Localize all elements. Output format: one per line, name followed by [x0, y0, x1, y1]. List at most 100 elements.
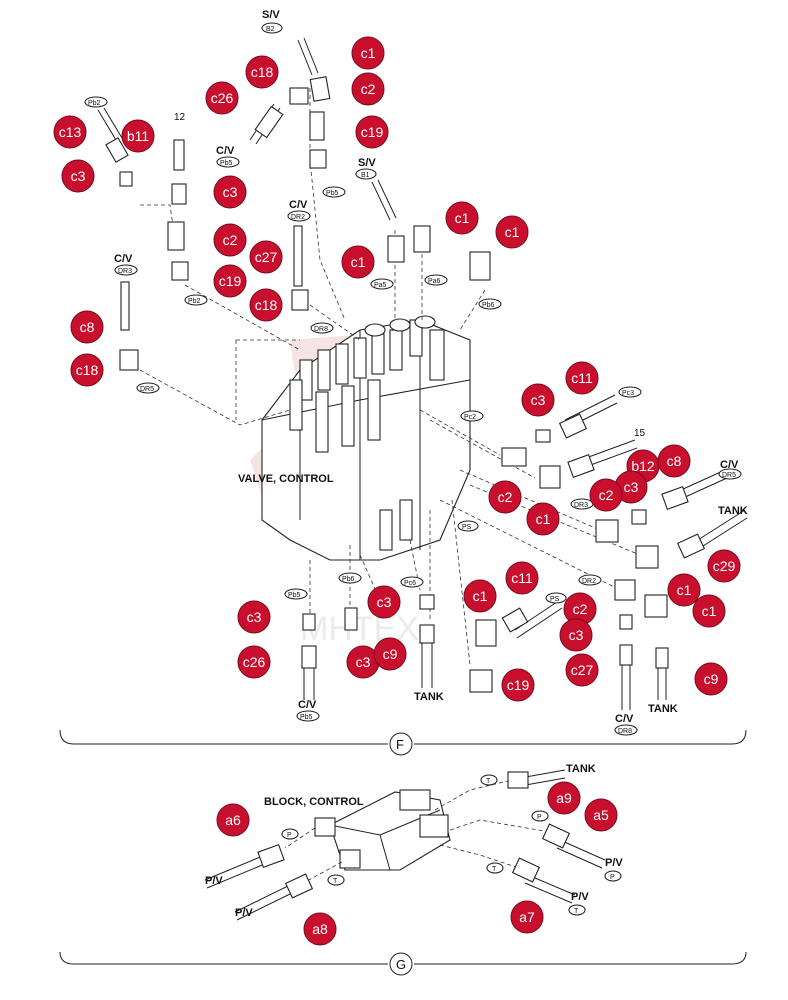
callout-circle[interactable]: [121, 119, 155, 153]
callout-circle[interactable]: [565, 653, 599, 687]
callout-c2b[interactable]: c2: [213, 223, 247, 257]
callout-c2c[interactable]: c2: [589, 478, 623, 512]
callout-circle[interactable]: [53, 115, 87, 149]
callout-circle[interactable]: [505, 561, 539, 595]
callout-label: c29: [713, 558, 736, 574]
callout-c27[interactable]: c27: [249, 240, 283, 274]
callout-c11[interactable]: c11: [565, 361, 599, 395]
callout-circle[interactable]: [547, 781, 581, 815]
tag-pb6b: Pb6: [338, 572, 362, 584]
callout-circle[interactable]: [589, 478, 623, 512]
callout-c3e[interactable]: c3: [367, 585, 401, 619]
callout-circle[interactable]: [341, 245, 375, 279]
callout-circle[interactable]: [667, 573, 701, 607]
callout-c3f[interactable]: c3: [237, 600, 271, 634]
callout-c8b[interactable]: c8: [657, 444, 691, 478]
callout-circle[interactable]: [521, 383, 555, 417]
callout-c1f[interactable]: c1: [667, 573, 701, 607]
callout-circle[interactable]: [367, 585, 401, 619]
callout-circle[interactable]: [249, 288, 283, 322]
callout-circle[interactable]: [213, 175, 247, 209]
callout-circle[interactable]: [351, 36, 385, 70]
callout-circle[interactable]: [495, 215, 529, 249]
callout-circle[interactable]: [70, 310, 104, 344]
callout-label: c3: [247, 609, 262, 625]
callout-label: c13: [59, 124, 82, 140]
svg-text:P: P: [537, 814, 542, 821]
callout-c1h[interactable]: c1: [463, 579, 497, 613]
callout-circle[interactable]: [355, 115, 389, 149]
sv-label-2: S/V: [358, 157, 376, 169]
callout-circle[interactable]: [657, 444, 691, 478]
svg-text:DR8: DR8: [314, 326, 328, 333]
callout-circle[interactable]: [373, 637, 407, 671]
callout-circle[interactable]: [559, 618, 593, 652]
callout-c1b[interactable]: c1: [445, 201, 479, 235]
callout-circle[interactable]: [61, 159, 95, 193]
tag-t2: T: [486, 862, 504, 874]
callout-c3[interactable]: c3: [61, 159, 95, 193]
callout-a8[interactable]: a8: [303, 912, 337, 946]
callout-c8[interactable]: c8: [70, 310, 104, 344]
callout-circle[interactable]: [526, 502, 560, 536]
callout-c19[interactable]: c19: [355, 115, 389, 149]
callout-c2[interactable]: c2: [351, 72, 385, 106]
callout-c1[interactable]: c1: [351, 36, 385, 70]
callout-circle[interactable]: [237, 600, 271, 634]
callout-circle[interactable]: [501, 668, 535, 702]
callout-circle[interactable]: [692, 594, 726, 628]
callout-circle[interactable]: [249, 240, 283, 274]
callout-c9b[interactable]: c9: [694, 662, 728, 696]
callout-c9[interactable]: c9: [373, 637, 407, 671]
tag-b2: B2: [261, 22, 283, 34]
callout-c3c[interactable]: c3: [521, 383, 555, 417]
callout-c1d[interactable]: c1: [341, 245, 375, 279]
callout-b11[interactable]: b11: [121, 119, 155, 153]
callout-c1e[interactable]: c1: [526, 502, 560, 536]
callout-circle[interactable]: [351, 72, 385, 106]
callout-c19b[interactable]: c19: [213, 264, 247, 298]
callout-circle[interactable]: [237, 645, 271, 679]
callout-c3b[interactable]: c3: [213, 175, 247, 209]
callout-circle[interactable]: [488, 480, 522, 514]
callout-circle[interactable]: [245, 55, 279, 89]
callout-a9[interactable]: a9: [547, 781, 581, 815]
callout-circle[interactable]: [70, 353, 104, 387]
callout-c3g[interactable]: c3: [346, 645, 380, 679]
callout-circle[interactable]: [445, 201, 479, 235]
tag-pc2: Pc2: [460, 410, 484, 422]
callout-c26[interactable]: c26: [205, 81, 239, 115]
callout-c18b[interactable]: c18: [249, 288, 283, 322]
callout-circle[interactable]: [205, 81, 239, 115]
callout-c2d[interactable]: c2: [488, 480, 522, 514]
callout-c3h[interactable]: c3: [559, 618, 593, 652]
callout-a6[interactable]: a6: [216, 803, 250, 837]
callout-circle[interactable]: [694, 662, 728, 696]
callout-c11b[interactable]: c11: [505, 561, 539, 595]
valve-control-label: VALVE, CONTROL: [238, 473, 334, 485]
callout-c2e[interactable]: c2: [563, 592, 597, 626]
tag-t4: T: [327, 874, 345, 886]
callout-c1g[interactable]: c1: [692, 594, 726, 628]
callout-c1c[interactable]: c1: [495, 215, 529, 249]
svg-text:Pb2: Pb2: [188, 298, 201, 305]
callout-circle[interactable]: [584, 798, 618, 832]
callout-c29[interactable]: c29: [707, 549, 741, 583]
callout-a5[interactable]: a5: [584, 798, 618, 832]
callout-c18c[interactable]: c18: [70, 353, 104, 387]
callout-circle[interactable]: [216, 803, 250, 837]
callout-c19c[interactable]: c19: [501, 668, 535, 702]
callout-c27b[interactable]: c27: [565, 653, 599, 687]
callout-circle[interactable]: [510, 900, 544, 934]
callout-circle[interactable]: [213, 223, 247, 257]
callout-circle[interactable]: [213, 264, 247, 298]
callout-c26b[interactable]: c26: [237, 645, 271, 679]
callout-circle[interactable]: [707, 549, 741, 583]
callout-a7[interactable]: a7: [510, 900, 544, 934]
callout-circle[interactable]: [565, 361, 599, 395]
callout-circle[interactable]: [303, 912, 337, 946]
callout-circle[interactable]: [463, 579, 497, 613]
callout-c18[interactable]: c18: [245, 55, 279, 89]
tag-dr8: DR8: [310, 322, 334, 334]
callout-c13[interactable]: c13: [53, 115, 87, 149]
